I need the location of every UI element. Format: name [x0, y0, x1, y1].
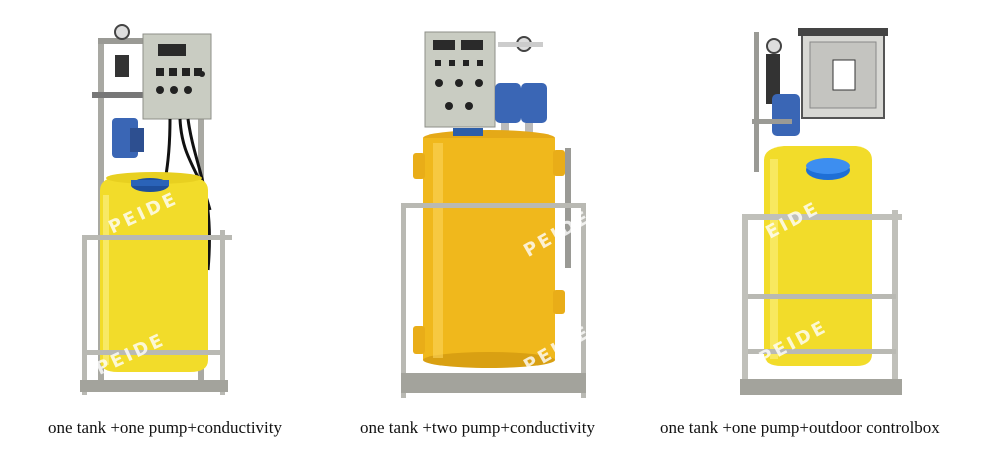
- product-caption-2: one tank +two pump+conductivity: [360, 418, 595, 437]
- product-image-1: PEIDE PEIDE: [80, 24, 232, 395]
- product-image-2: PEIDE PEIDE: [401, 31, 593, 398]
- product-caption-3: one tank +one pump+outdoor controlbox: [660, 418, 940, 437]
- product-caption-1: one tank +one pump+conductivity: [48, 418, 282, 437]
- product-image-3: PEIDE PEIDE: [740, 28, 902, 395]
